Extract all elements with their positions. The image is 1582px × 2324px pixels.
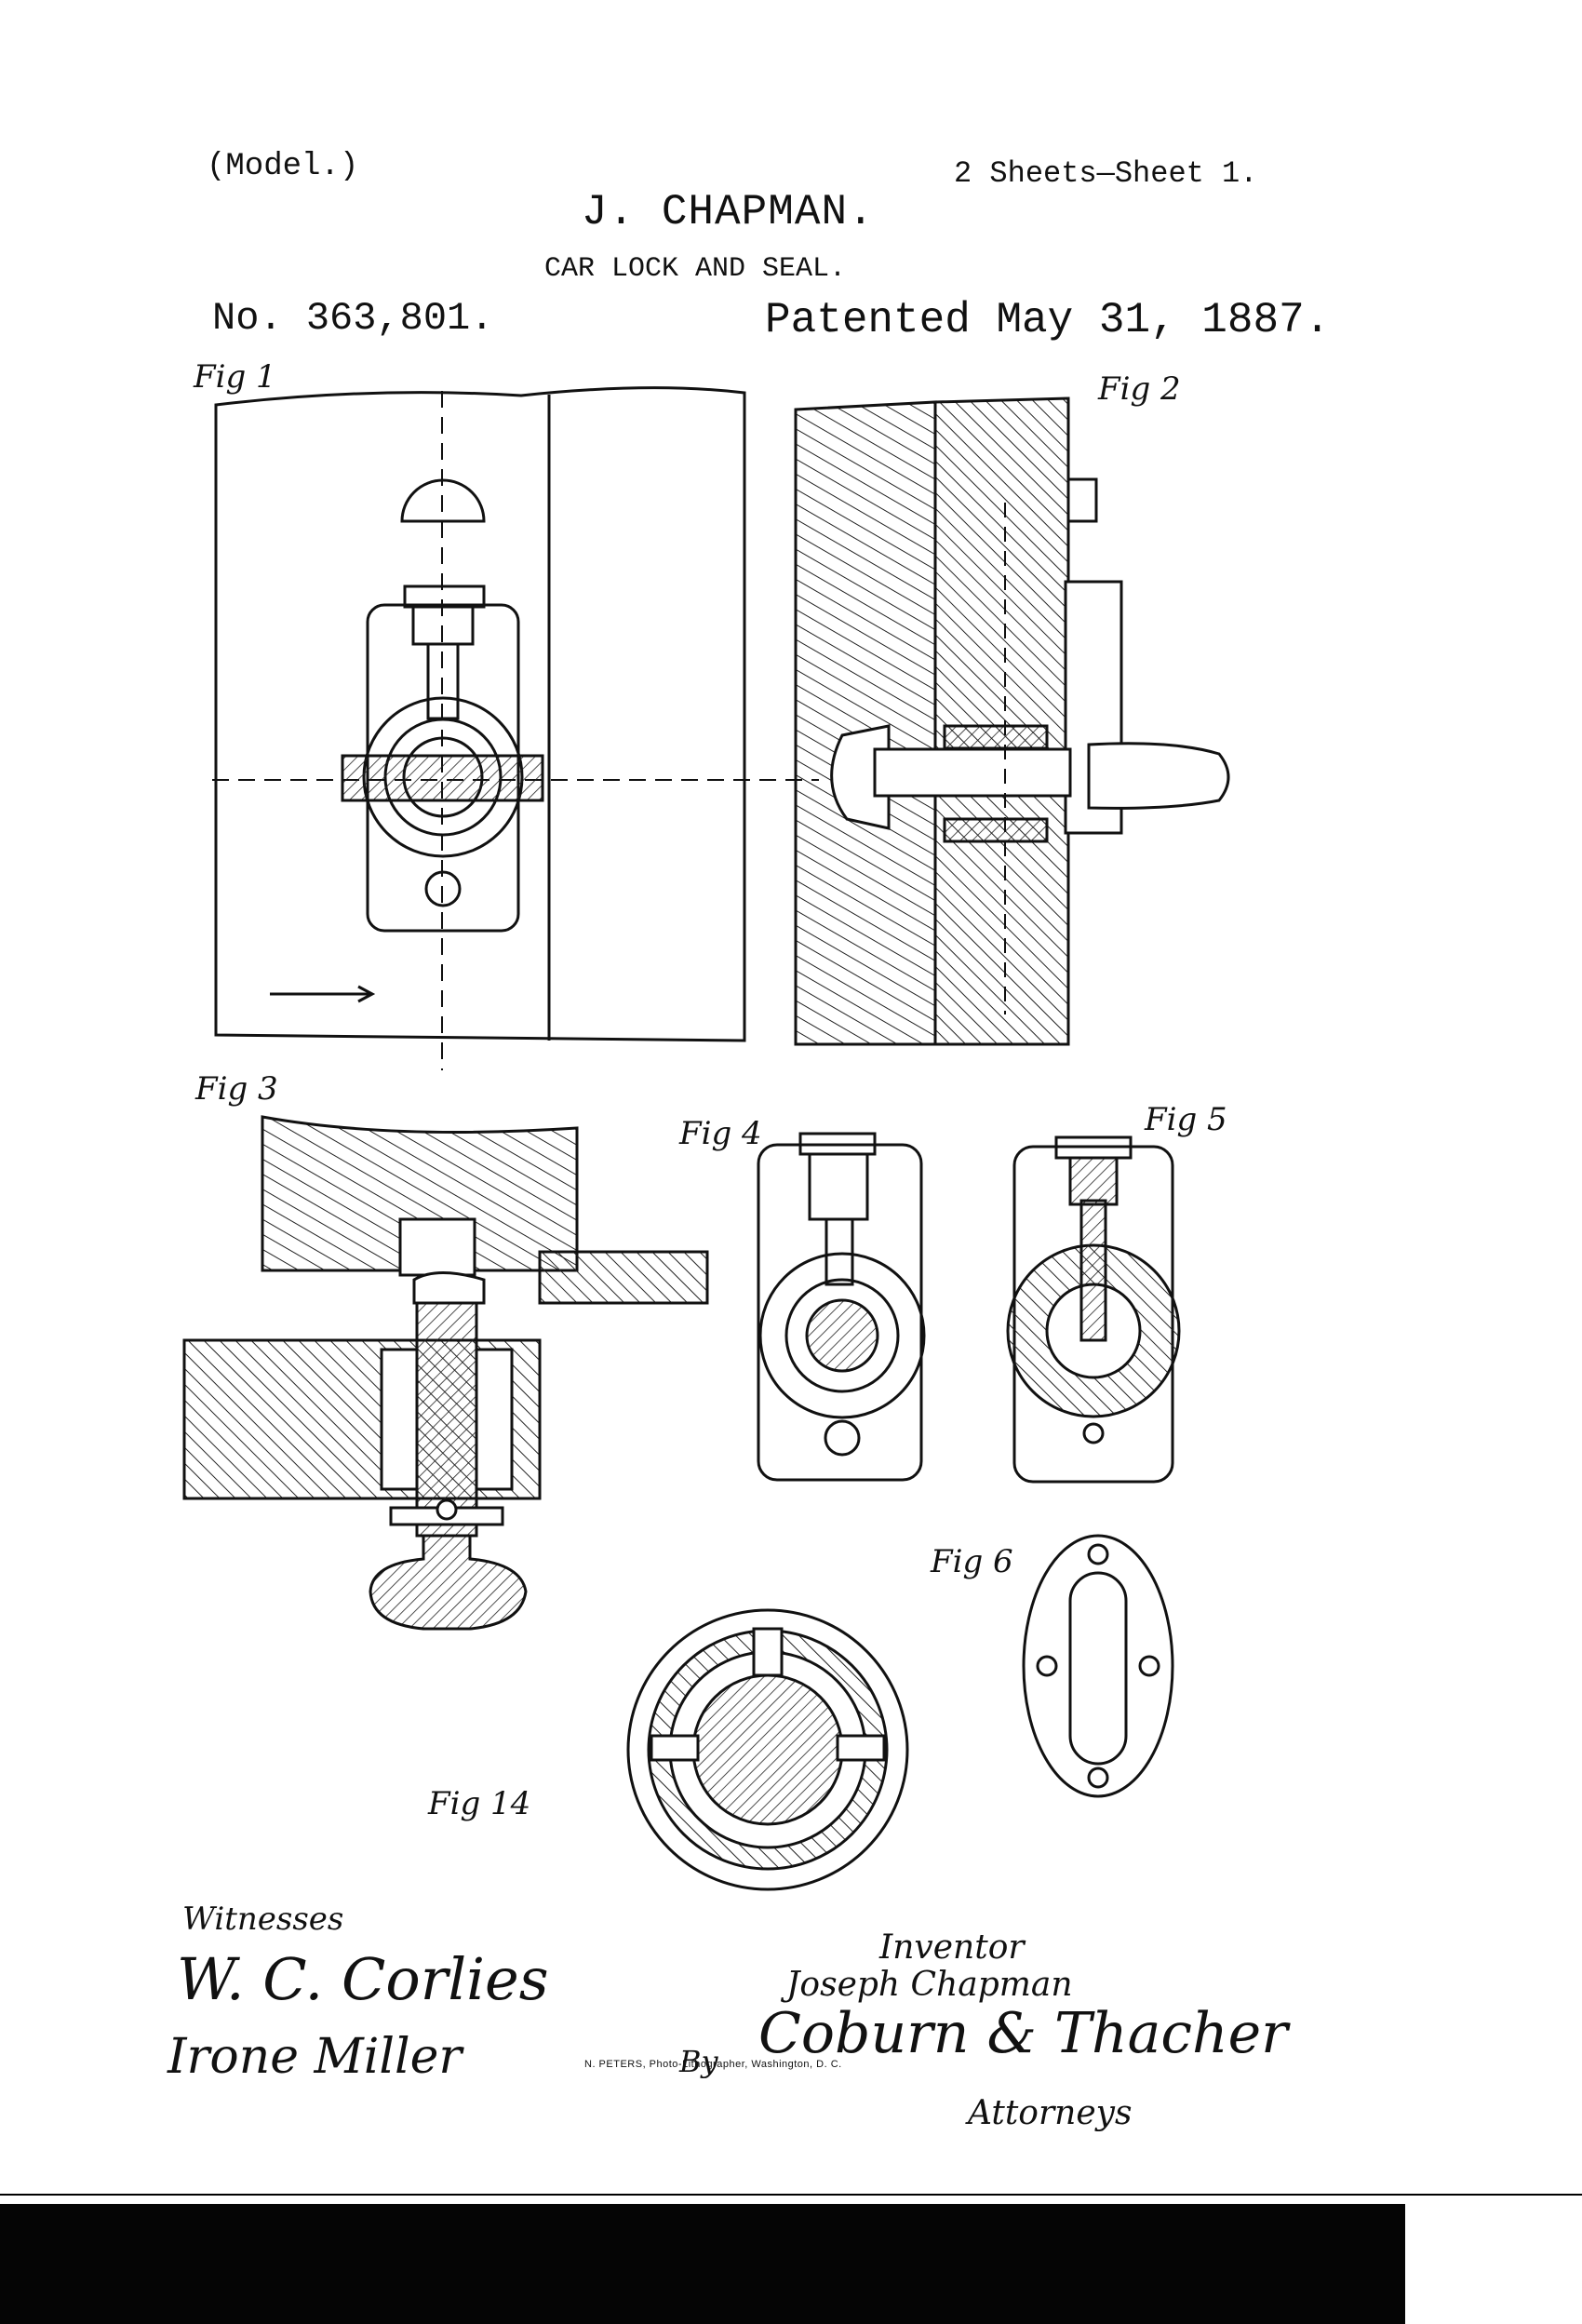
fig14-label: Fig 14	[428, 1785, 531, 1822]
figure-4	[757, 1132, 926, 1482]
figure-6	[1022, 1534, 1174, 1798]
inventor-signature: Joseph Chapman	[786, 1966, 1073, 2004]
figure-5	[1006, 1135, 1181, 1484]
sheet-count: 2 Sheets—Sheet 1.	[954, 156, 1258, 191]
fig5-label: Fig 5	[1145, 1101, 1227, 1138]
fig4-label: Fig 4	[679, 1115, 762, 1152]
fig1-label: Fig 1	[194, 358, 276, 396]
witnesses-label: Witnesses	[182, 1901, 344, 1938]
fig2-label: Fig 2	[1098, 370, 1181, 408]
patent-number: No. 363,801.	[212, 296, 494, 341]
inventor-label: Inventor	[879, 1928, 1025, 1967]
inventor-name: J. CHAPMAN.	[582, 188, 875, 236]
scan-margin-bar	[0, 2204, 1582, 2324]
model-label: (Model.)	[207, 149, 359, 184]
witness-1-signature: W. C. Corlies	[177, 1945, 549, 2013]
figure-2	[794, 396, 1230, 1046]
by-label: By	[679, 2044, 718, 2079]
printer-credit: N. PETERS, Photo-Lithographer, Washingto…	[584, 2059, 842, 2070]
figure-1	[212, 386, 819, 1070]
patent-title: CAR LOCK AND SEAL.	[544, 253, 847, 285]
attorneys-label: Attorneys	[968, 2094, 1133, 2132]
attorneys-signature: Coburn & Thacher	[758, 2001, 1288, 2066]
patent-date: Patented May 31, 1887.	[765, 296, 1331, 344]
witness-2-signature: Irone Miller	[168, 2029, 463, 2085]
fig3-label: Fig 3	[195, 1070, 278, 1108]
figure-14	[626, 1608, 909, 1891]
fig6-label: Fig 6	[931, 1543, 1013, 1580]
figure-3	[182, 1115, 709, 1631]
